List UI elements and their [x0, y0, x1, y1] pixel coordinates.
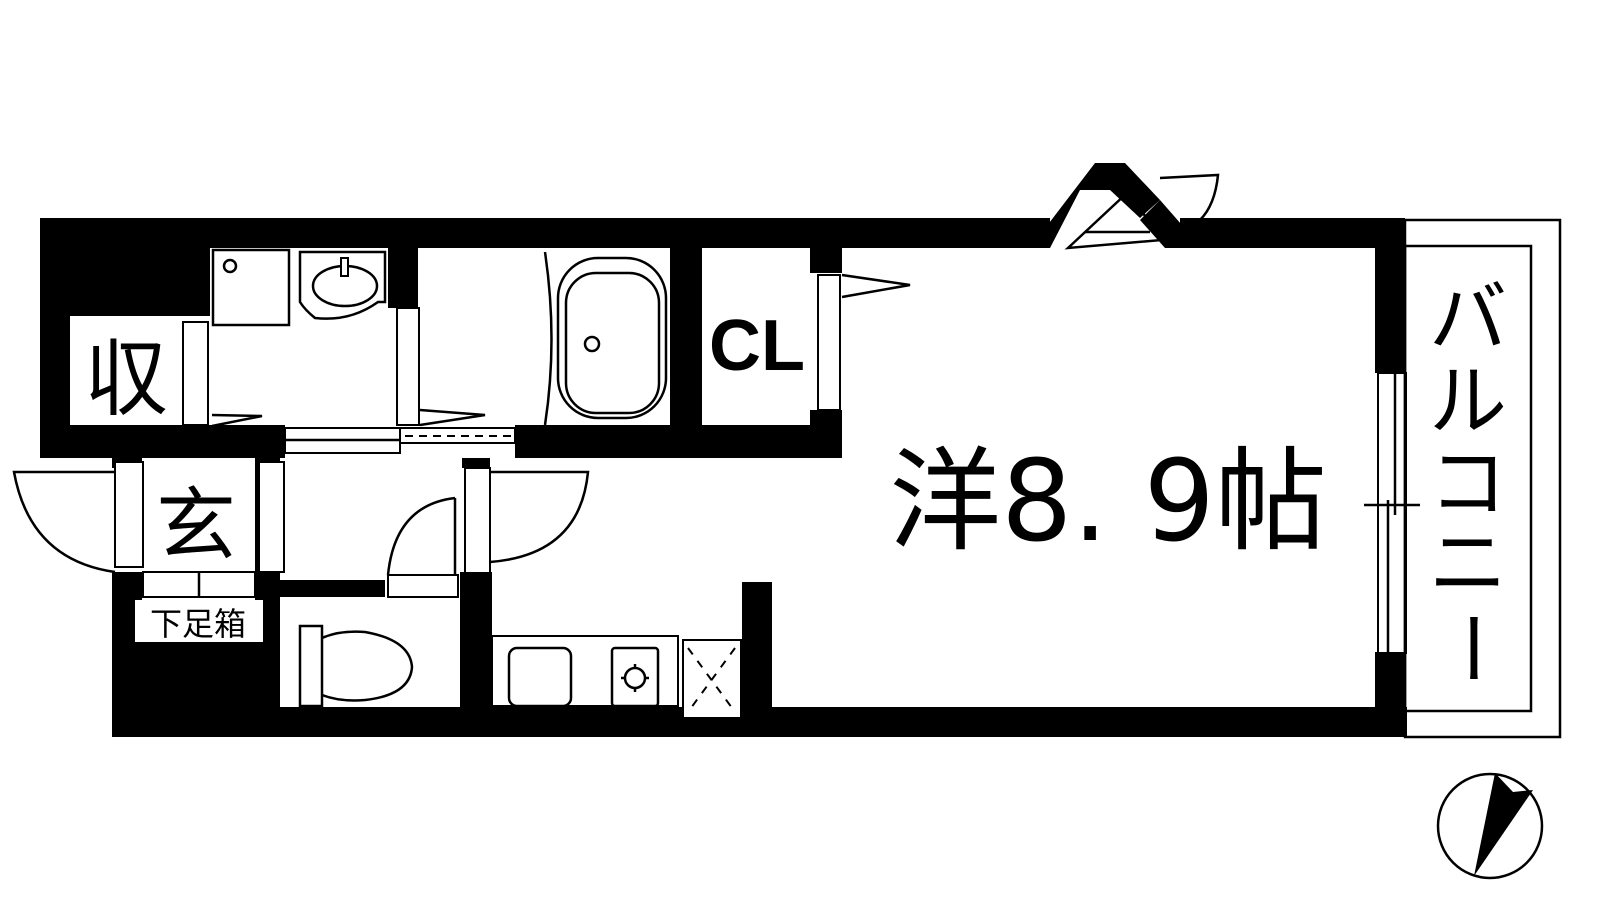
kitchen-sink — [507, 646, 573, 708]
corridor-sliding-doors — [284, 427, 516, 454]
washroom — [211, 248, 486, 428]
walls — [40, 163, 1407, 737]
svg-text:バ: バ — [1429, 274, 1507, 364]
bay-window — [1064, 173, 1220, 250]
washing-machine-pan — [211, 248, 291, 327]
balcony-window — [1364, 372, 1420, 654]
storage-label: 収 — [84, 330, 168, 428]
kitchen — [491, 635, 742, 719]
balcony-label: バ ル コ ニ ー — [1425, 274, 1515, 687]
north-arrow-icon — [1436, 772, 1544, 880]
bathtub — [556, 256, 668, 420]
entrance: 玄 下足箱 — [12, 461, 285, 643]
svg-text:ニ: ニ — [1429, 519, 1507, 609]
entrance-label: 玄 — [156, 479, 236, 572]
svg-text:コ: コ — [1429, 439, 1507, 529]
corridor-doors — [386, 467, 590, 598]
storage-room: 収 — [70, 321, 209, 428]
svg-text:ー: ー — [1425, 609, 1515, 687]
closet-label: CL — [709, 306, 805, 386]
gas-stove — [610, 646, 660, 708]
closet: CL — [709, 273, 911, 411]
western-room-label: 洋8. 9帖 — [889, 437, 1327, 567]
svg-text:ル: ル — [1429, 357, 1507, 447]
kitchen-counter — [491, 635, 679, 707]
balcony: バ ル コ ニ ー — [1403, 218, 1562, 739]
bathroom — [543, 251, 668, 426]
western-room: 洋8. 9帖 — [889, 437, 1327, 567]
toilet-room — [298, 624, 414, 708]
toilet-tank — [298, 624, 324, 708]
shoe-cabinet-label: 下足箱 — [150, 605, 246, 643]
